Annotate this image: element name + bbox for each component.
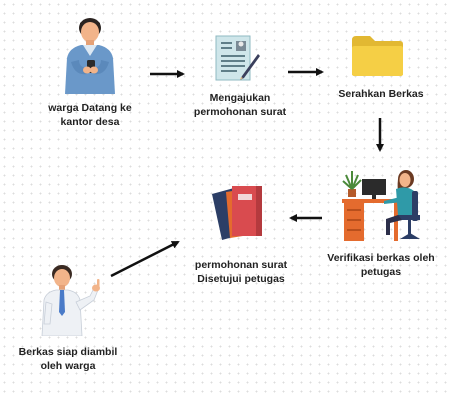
step-label-warga-datang: warga Datang ke kantor desa	[48, 102, 132, 128]
stacked-files-icon	[208, 182, 272, 246]
man-pointing-icon	[38, 262, 108, 337]
step-label-mengajukan: Mengajukan permohonan surat	[193, 92, 287, 118]
folder-icon	[350, 34, 405, 78]
person-with-phone-icon	[57, 12, 123, 94]
step-label-serahkan: Serahkan Berkas	[338, 88, 424, 100]
step-label-verifikasi: Verifikasi berkas oleh petugas	[327, 252, 435, 278]
step-label-siap-diambil: Berkas siap diambil oleh warga	[18, 346, 118, 372]
step-label-disetujui: permohonan surat Disetujui petugas	[194, 259, 288, 285]
document-form-icon	[214, 34, 264, 84]
arrow-6-to-5	[110, 240, 180, 278]
officer-at-desk-icon	[338, 163, 428, 243]
